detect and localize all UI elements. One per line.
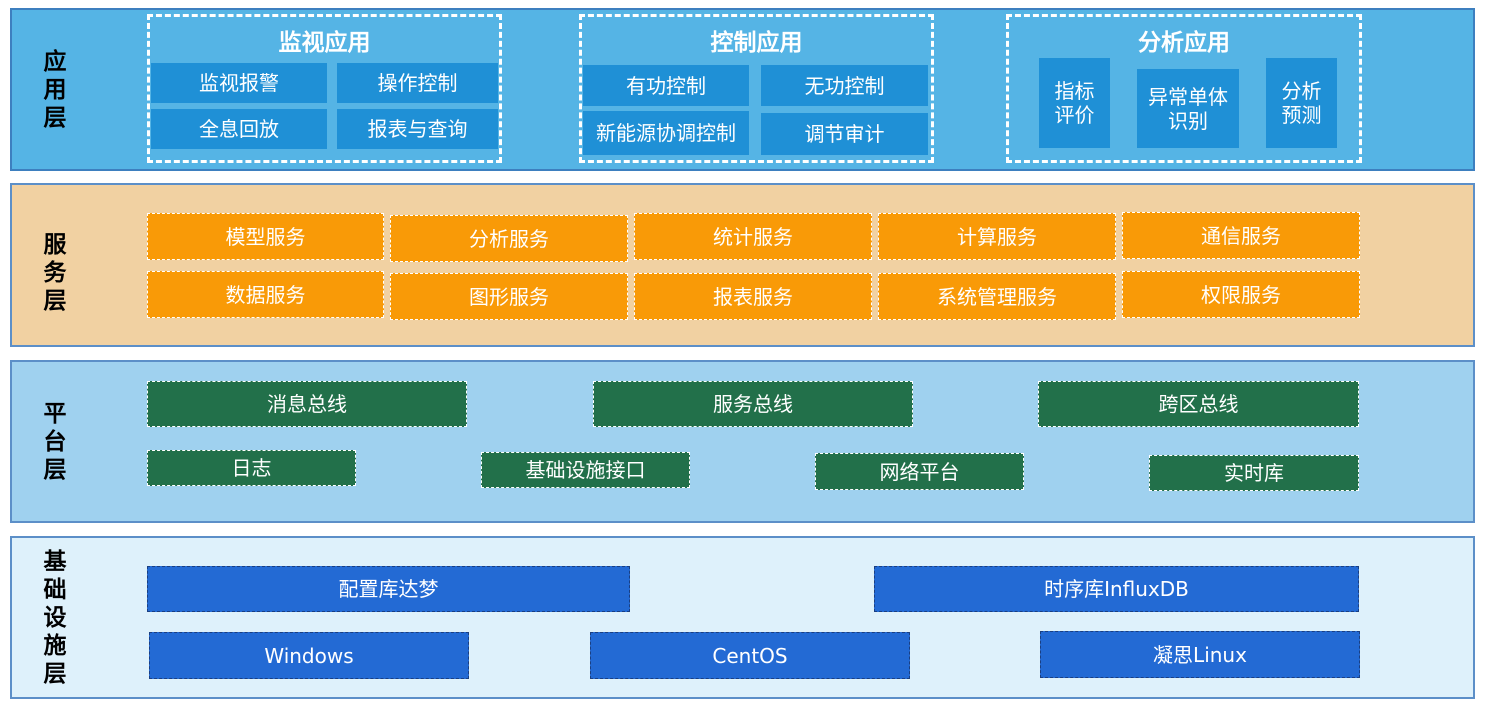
service-item-computing: 计算服务 [878, 213, 1116, 260]
app-item-reactive-power-control: 无功控制 [761, 65, 928, 106]
analysis-app-title: 分析应用 [1138, 30, 1230, 56]
app-item-report-query: 报表与查询 [337, 109, 498, 149]
application-layer-label: 应用层 [43, 49, 67, 131]
service-item-data: 数据服务 [147, 271, 384, 318]
service-item-statistics: 统计服务 [634, 213, 872, 260]
app-item-regulation-audit: 调节审计 [761, 113, 928, 155]
service-layer [10, 183, 1475, 347]
app-item-renewable-coordination-control: 新能源协调控制 [583, 111, 749, 155]
service-item-system-management: 系统管理服务 [878, 273, 1116, 320]
service-item-analysis: 分析服务 [390, 215, 628, 262]
infra-item-timeseries-db-influxdb: 时序库InfluxDB [874, 566, 1359, 612]
platform-layer-label: 平台层 [43, 401, 67, 483]
control-app-title: 控制应用 [710, 30, 803, 56]
platform-item-message-bus: 消息总线 [147, 381, 467, 427]
control-app-group: 控制应用 [579, 14, 934, 163]
infra-item-windows: Windows [149, 632, 469, 679]
platform-item-network-platform: 网络平台 [815, 453, 1024, 490]
platform-item-service-bus: 服务总线 [593, 381, 913, 427]
app-item-indicator-evaluation: 指标评价 [1039, 58, 1110, 148]
platform-item-log: 日志 [147, 450, 356, 486]
service-item-graphics: 图形服务 [390, 273, 628, 320]
infra-item-config-db-dameng: 配置库达梦 [147, 566, 630, 612]
monitoring-app-group: 监视应用 [147, 14, 502, 163]
platform-item-realtime-database: 实时库 [1149, 455, 1359, 491]
infra-item-centos: CentOS [590, 632, 910, 679]
app-item-operation-control: 操作控制 [337, 63, 498, 103]
service-item-model: 模型服务 [147, 213, 384, 260]
analysis-app-group: 分析应用 [1006, 14, 1362, 163]
app-item-analysis-forecast: 分析预测 [1266, 58, 1337, 148]
service-item-report: 报表服务 [634, 273, 872, 320]
app-item-active-power-control: 有功控制 [583, 65, 749, 106]
platform-item-cross-zone-bus: 跨区总线 [1038, 381, 1359, 427]
infrastructure-layer-label: 基础设施层 [43, 549, 67, 687]
monitoring-app-title: 监视应用 [278, 30, 371, 56]
app-item-holographic-playback: 全息回放 [151, 109, 327, 149]
app-item-monitor-alarm: 监视报警 [151, 63, 327, 103]
app-item-abnormal-cell-identification: 异常单体识别 [1137, 69, 1239, 148]
infra-item-neokylin-linux: 凝思Linux [1040, 631, 1360, 678]
service-item-communication: 通信服务 [1122, 212, 1360, 259]
platform-item-infrastructure-interface: 基础设施接口 [481, 452, 690, 488]
service-layer-label: 服务层 [43, 232, 67, 314]
service-item-permission: 权限服务 [1122, 271, 1360, 318]
